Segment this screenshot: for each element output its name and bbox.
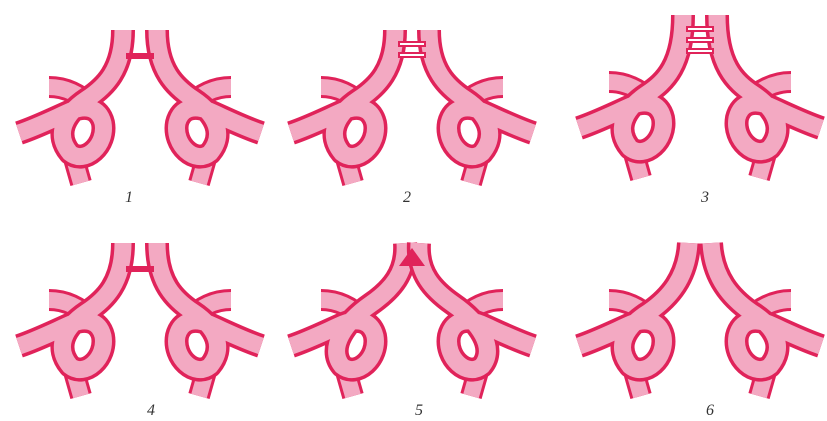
bridge-connection [126,53,154,59]
diagram-panel-3 [575,10,825,180]
panel-label-3: 3 [695,189,715,207]
bridge-gap [688,39,712,41]
diagram-panel-2 [287,15,537,185]
vessel-figure-4 [15,228,265,398]
panel-label-5: 5 [409,402,429,420]
diagram-panel-6 [575,228,825,398]
diagram-panel-4 [15,228,265,398]
diagram-panel-1 [15,15,265,185]
bridge-gap [400,43,424,45]
panel-label-4: 4 [141,402,161,420]
vessel-figure-1 [15,15,265,185]
bridge-gap [688,28,712,30]
bridge-connection [126,266,154,272]
panel-label-6: 6 [700,402,720,420]
bridge-gap [400,54,424,56]
panel-label-2: 2 [397,189,417,207]
vessel-figure-3 [575,10,825,180]
vessel-figure-6 [575,228,825,398]
bridge-gap [688,50,712,52]
diagram-panel-5 [287,228,537,398]
vessel-figure-5 [287,228,537,398]
vessel-figure-2 [287,15,537,185]
panel-label-1: 1 [119,189,139,207]
